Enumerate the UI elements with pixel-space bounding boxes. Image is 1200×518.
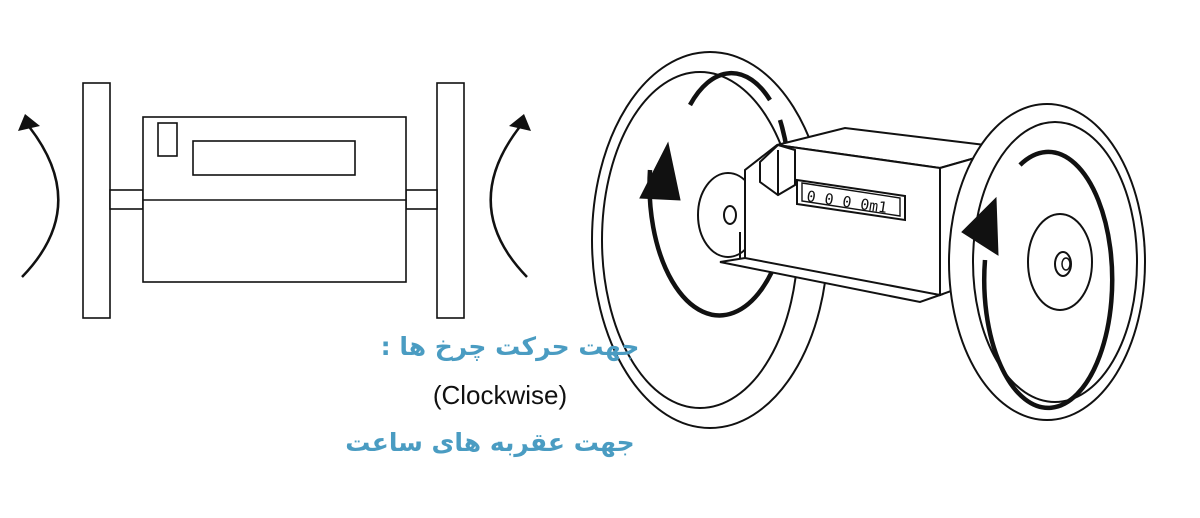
- clockwise-caption: (Clockwise): [432, 380, 568, 410]
- left-axle: [109, 189, 144, 210]
- right-arrowhead-icon: [509, 114, 531, 131]
- clock-direction-caption: جهت عقربه های ساعت: [345, 428, 635, 457]
- left-rotation-arrow: [21, 123, 60, 278]
- counter-display: 0 0 0 0m1: [796, 178, 906, 222]
- left-wheel-plate: [82, 82, 111, 319]
- front-rotation-track: [981, 149, 1115, 411]
- right-axle: [405, 189, 438, 210]
- right-rotation-arrow: [489, 123, 528, 278]
- front-wheel: [948, 103, 1146, 421]
- perspective-wheel-illustration: 0 0 0 0m1: [591, 51, 1146, 429]
- side-view-schematic: [82, 82, 465, 319]
- front-arrowhead-icon: [961, 196, 999, 256]
- reset-knob: [157, 122, 178, 157]
- rear-arrowhead-icon: [639, 141, 681, 201]
- wheel-direction-caption: جهت حرکت چرخ ها :: [380, 332, 640, 361]
- display-window: [192, 140, 356, 176]
- left-arrowhead-icon: [18, 114, 40, 131]
- right-wheel-plate: [436, 82, 465, 319]
